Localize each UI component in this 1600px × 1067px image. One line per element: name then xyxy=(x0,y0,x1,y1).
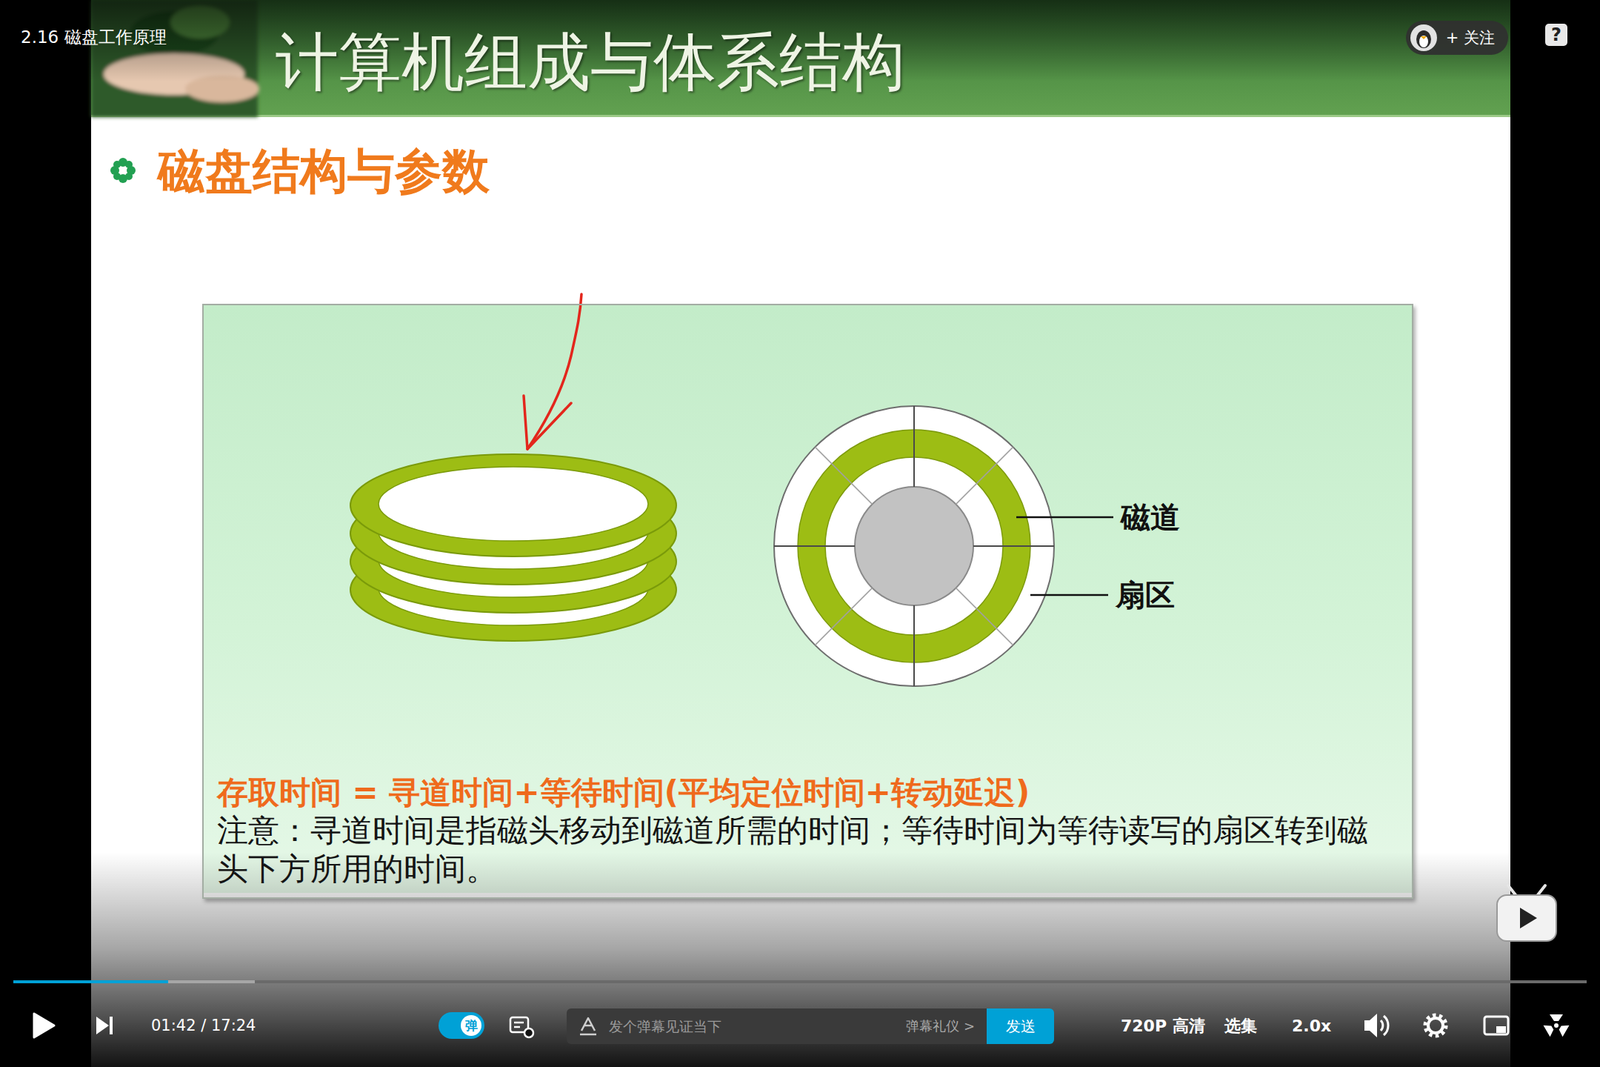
petal xyxy=(113,172,121,180)
speed-button: 2.0x xyxy=(1291,1014,1332,1037)
episodes-button: 选集 xyxy=(1224,1014,1258,1037)
spindle-hub xyxy=(854,486,974,606)
sector-divider xyxy=(814,446,872,504)
hand-drawn-arrow xyxy=(523,294,582,449)
petal xyxy=(125,172,133,180)
progress-track xyxy=(13,980,1587,983)
content-panel: 存取时间 = 寻道时间+等待时间(平均定位时间+转动延迟)注意：寻道时间是指磁头… xyxy=(202,303,1414,899)
danmaku-input: 发个弹幕见证当下 弹幕礼仪 > xyxy=(566,1008,987,1044)
formula-text: 存取时间 = 寻道时间+等待时间(平均定位时间+转动延迟) xyxy=(217,773,1388,812)
follow-text: + 关注 xyxy=(1445,27,1495,49)
mini-tv-icon xyxy=(1497,885,1557,941)
danmaku-etiquette: 弹幕礼仪 > xyxy=(905,1008,975,1044)
sector-divider xyxy=(913,405,915,487)
petal xyxy=(113,160,121,169)
leader-line xyxy=(1016,516,1114,519)
avatar-icon xyxy=(1409,23,1438,52)
platter-face xyxy=(378,466,649,541)
pip-icon xyxy=(1484,1016,1509,1035)
share-icon-blade xyxy=(1549,1014,1563,1021)
share-icon-blade xyxy=(1543,1021,1557,1037)
tv-body xyxy=(1497,894,1557,941)
font-style-icon xyxy=(578,1016,598,1036)
help-icon-box xyxy=(1545,23,1568,46)
petal xyxy=(125,160,133,169)
share-icon xyxy=(1543,1014,1570,1037)
danmaku-toggle-text: 弹 xyxy=(460,1014,482,1036)
section-heading: 磁盘结构与参数 xyxy=(157,140,490,202)
avatar-figure xyxy=(1420,36,1427,40)
next-icon-bar xyxy=(109,1016,113,1035)
danmaku-settings-icon xyxy=(524,1028,534,1038)
volume-icon xyxy=(1383,1015,1389,1035)
follow-button: + 关注 xyxy=(1405,20,1509,55)
disk-outline xyxy=(774,405,1055,686)
avatar-figure xyxy=(1419,35,1429,48)
sector-divider xyxy=(913,605,915,686)
sector-divider xyxy=(973,545,1055,547)
sector-label: 扇区 xyxy=(1115,575,1175,615)
share-icon-center xyxy=(1554,1022,1559,1028)
danmaku-toggle: 弹 xyxy=(438,1011,485,1039)
disk-stack xyxy=(350,454,677,641)
note-text: 注意：寻道时间是指磁头移动到磁道所需的时间；等待时间为等待读写的扇区转到磁头下方… xyxy=(217,811,1388,889)
slide-title: 计算机组成与体系结构 xyxy=(275,20,906,103)
tv-antenna xyxy=(1537,885,1546,896)
arrow-shaft xyxy=(527,294,582,449)
help-icon-glyph: ? xyxy=(1551,23,1562,47)
quality-button: 720P 高清 xyxy=(1120,1014,1206,1037)
settings-icon xyxy=(1425,1014,1446,1036)
avatar-figure xyxy=(1416,30,1432,49)
tv-antenna xyxy=(1508,885,1517,896)
send-text: 发送 xyxy=(1005,1016,1036,1037)
progress-bar xyxy=(13,980,1587,983)
font-style-underline xyxy=(580,1033,597,1036)
danmaku-settings-icon xyxy=(514,1021,524,1024)
danmaku-settings-icon xyxy=(514,1025,520,1029)
play-icon xyxy=(34,1013,55,1038)
send-button: 发送 xyxy=(986,1008,1055,1044)
pip-icon xyxy=(1496,1025,1506,1033)
platter xyxy=(350,454,677,557)
progress-played xyxy=(13,980,169,983)
leader-line xyxy=(1030,594,1109,597)
avatar-disc xyxy=(1410,24,1438,52)
bullet-center xyxy=(119,166,127,175)
play-time: 01:42 / 17:24 xyxy=(151,1015,256,1036)
sector-divider xyxy=(956,588,1014,646)
settings-icon xyxy=(1428,1017,1443,1033)
header-rule xyxy=(91,114,1511,118)
video-title: 2.16 磁盘工作原理 xyxy=(20,25,167,49)
volume-icon xyxy=(1364,1013,1378,1038)
sector-divider xyxy=(774,545,855,547)
tv-play xyxy=(1520,907,1538,929)
arrow-head xyxy=(523,395,572,449)
share-icon-blade xyxy=(1557,1021,1570,1037)
sector-divider xyxy=(956,446,1014,504)
danmaku-placeholder: 发个弹幕见证当下 xyxy=(608,1008,722,1044)
disk-surface-figure xyxy=(774,405,1055,686)
sector-divider xyxy=(814,588,872,646)
heading-bullet-icon xyxy=(110,157,136,183)
progress-buffered xyxy=(13,980,255,983)
track-label: 磁道 xyxy=(1120,497,1180,537)
volume-icon xyxy=(1380,1020,1383,1031)
panel-ground xyxy=(202,303,1414,893)
next-icon xyxy=(96,1016,109,1035)
font-style-glyph xyxy=(581,1017,595,1031)
